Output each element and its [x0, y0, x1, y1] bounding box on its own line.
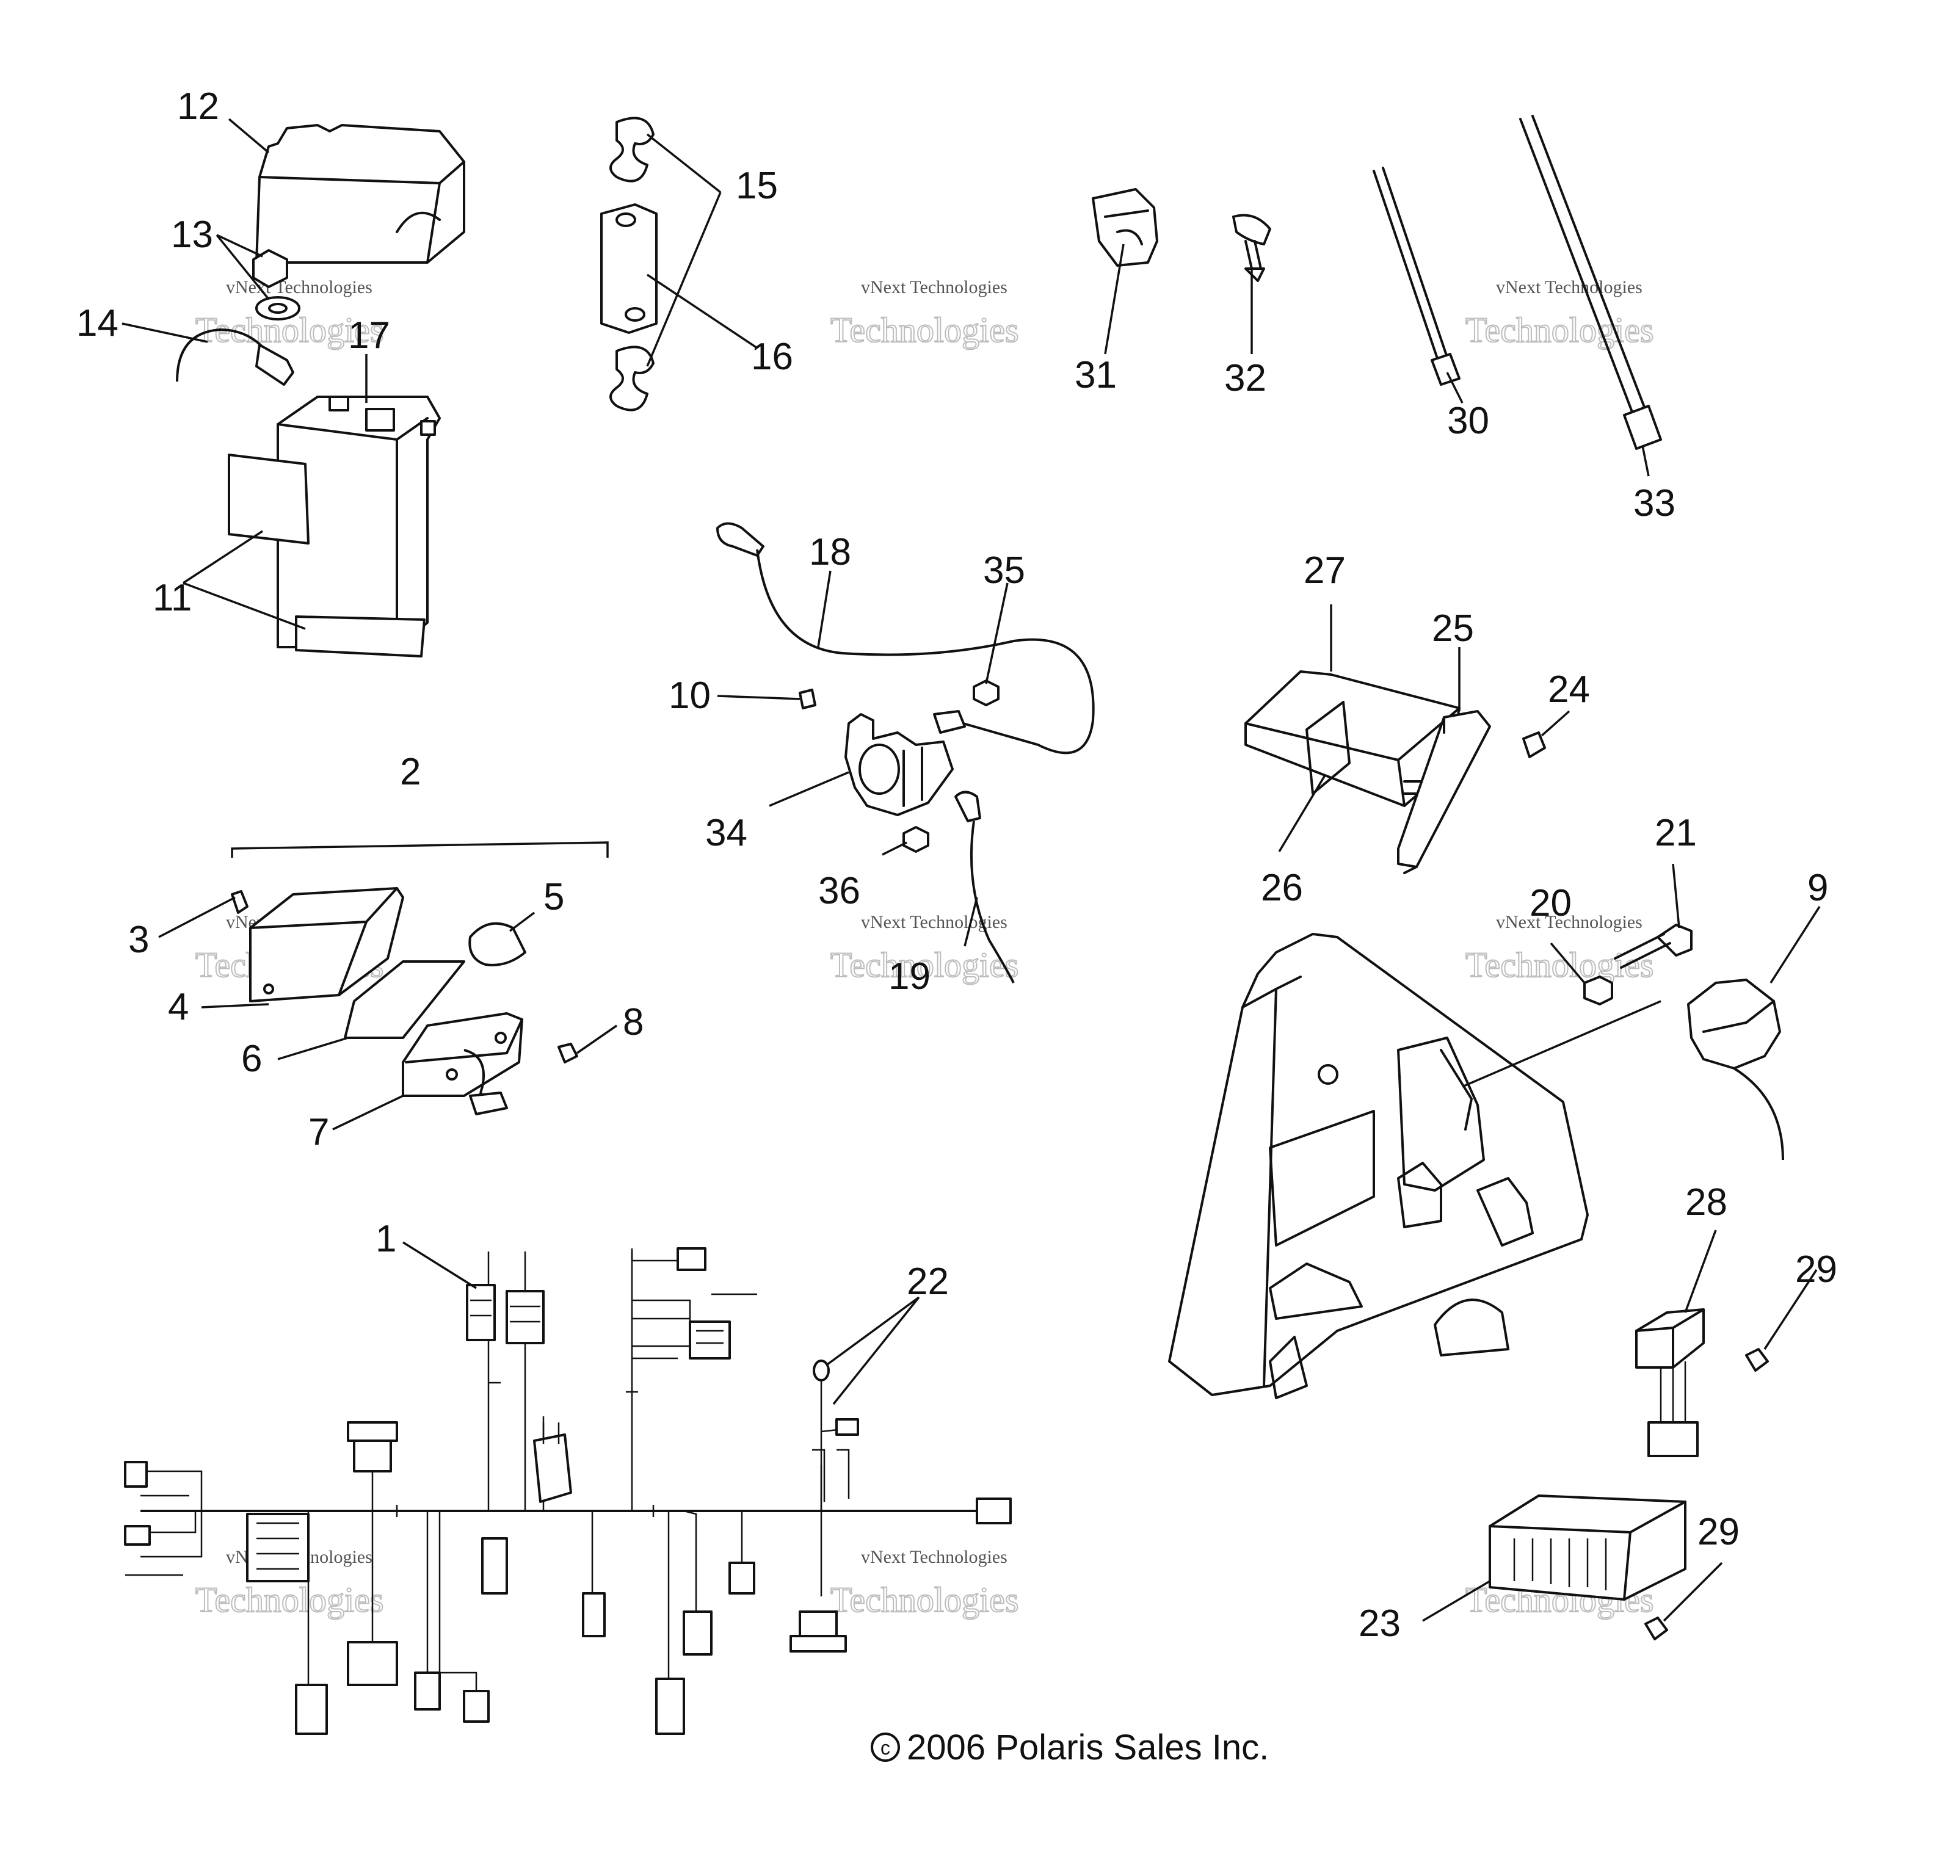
callout-2: 2 — [400, 751, 421, 793]
copyright-symbol: c — [880, 1737, 890, 1759]
battery-decal — [228, 454, 426, 657]
callout-27: 27 — [1304, 549, 1346, 592]
watermark-shadow: Technologies — [830, 1580, 1018, 1620]
callout-17: 17 — [348, 314, 390, 357]
callout-34: 34 — [705, 812, 747, 854]
callout-33: 33 — [1633, 482, 1675, 524]
callout-19: 19 — [888, 955, 931, 998]
callout-3: 3 — [128, 919, 149, 961]
taillight-bulb — [468, 922, 526, 966]
watermark-text: vNext Technologies — [1496, 912, 1642, 932]
taillight-lens — [249, 887, 404, 1002]
nut-36 — [902, 826, 929, 853]
taillight-housing — [402, 1012, 523, 1115]
battery-cover — [255, 124, 465, 264]
nut-20 — [1583, 976, 1613, 1005]
battery-cable — [176, 328, 294, 386]
callout-10: 10 — [669, 675, 711, 717]
callout-22: 22 — [907, 1261, 949, 1303]
battery-cover-bolt — [252, 249, 300, 321]
callout-35: 35 — [983, 549, 1025, 592]
callout-29b: 29 — [1697, 1511, 1740, 1553]
harness-clip-32 — [1232, 214, 1271, 282]
taillight-assembly — [231, 841, 609, 858]
cable-tie-short — [1373, 167, 1461, 386]
watermark-text: vNext Technologies — [861, 1547, 1007, 1567]
mounting-panel — [1168, 933, 1589, 1399]
callout-24: 24 — [1548, 668, 1590, 711]
callout-21: 21 — [1655, 812, 1697, 854]
voltage-regulator — [1489, 1494, 1686, 1601]
callout-20: 20 — [1530, 882, 1572, 924]
nut-8 — [557, 1043, 578, 1063]
watermark-shadow: Technologies — [830, 310, 1018, 350]
callout-23: 23 — [1359, 1603, 1401, 1645]
solenoid-cable-19 — [954, 791, 1015, 983]
watermark: Technologies vNext Technologies — [1465, 277, 1654, 350]
callout-26: 26 — [1261, 867, 1303, 909]
copyright-text: 2006 Polaris Sales Inc. — [907, 1728, 1269, 1767]
nut-35 — [973, 679, 1000, 706]
cdi-module — [1244, 670, 1461, 807]
copyright-icon — [871, 1733, 900, 1762]
callout-labels: 12 13 14 17 11 15 16 31 32 30 33 18 35 1… — [76, 85, 1837, 1645]
mounting-bracket — [1397, 710, 1491, 874]
battery — [277, 396, 441, 648]
leader-lines — [122, 118, 1821, 1622]
callout-18: 18 — [809, 531, 851, 573]
watermark-shadow: Technologies — [830, 945, 1018, 985]
bolt-21 — [1614, 924, 1693, 969]
rectifier-module — [1635, 1308, 1705, 1457]
callout-25: 25 — [1432, 607, 1474, 650]
callout-8: 8 — [623, 1001, 644, 1043]
retainer-clip — [609, 117, 655, 411]
watermark-text: vNext Technologies — [1496, 277, 1642, 297]
watermark-text: vNext Technologies — [226, 277, 372, 297]
watermark-shadow: Technologies — [195, 1580, 383, 1620]
spacer — [600, 203, 658, 334]
watermark-text: vNext Technologies — [861, 277, 1007, 297]
solenoid-cable-18 — [716, 522, 1095, 755]
callout-32: 32 — [1224, 357, 1266, 399]
callout-5: 5 — [543, 876, 564, 918]
copyright-notice: c 2006 Polaris Sales Inc. — [871, 1728, 1269, 1767]
callout-16: 16 — [751, 336, 793, 378]
harness-clip-31 — [1092, 188, 1158, 267]
callout-9: 9 — [1807, 867, 1828, 909]
watermark-shadow: Technologies — [1465, 310, 1653, 350]
cable-tie-long — [1519, 115, 1662, 450]
callout-12: 12 — [177, 85, 219, 128]
callout-29: 29 — [1795, 1248, 1837, 1291]
watermark-shadow: Technologies — [1465, 945, 1653, 985]
callout-1: 1 — [376, 1218, 396, 1260]
screw-10 — [799, 689, 816, 709]
watermark: Technologies vNext Technologies — [830, 277, 1019, 350]
screw-29 — [1745, 1348, 1769, 1372]
callout-6: 6 — [241, 1038, 262, 1080]
callout-11: 11 — [153, 577, 192, 619]
main-wire-harness — [124, 1247, 1012, 1735]
callout-7: 7 — [308, 1111, 329, 1153]
callout-28: 28 — [1685, 1181, 1727, 1223]
taillight-gasket — [344, 960, 465, 1039]
callout-30: 30 — [1447, 400, 1489, 442]
solenoid-34 — [844, 713, 954, 816]
callout-14: 14 — [76, 302, 118, 344]
callout-4: 4 — [168, 986, 189, 1028]
callout-31: 31 — [1075, 354, 1117, 396]
callout-13: 13 — [171, 214, 213, 256]
ignition-coil — [1687, 979, 1784, 1161]
screw-29b — [1644, 1617, 1668, 1640]
callout-36: 36 — [818, 870, 860, 912]
screw-24 — [1522, 731, 1546, 758]
watermark: Technologies vNext Technologies — [1465, 912, 1654, 985]
callout-15: 15 — [736, 165, 778, 207]
screw-3 — [231, 890, 249, 914]
watermark: Technologies vNext Technologies — [830, 1547, 1019, 1620]
